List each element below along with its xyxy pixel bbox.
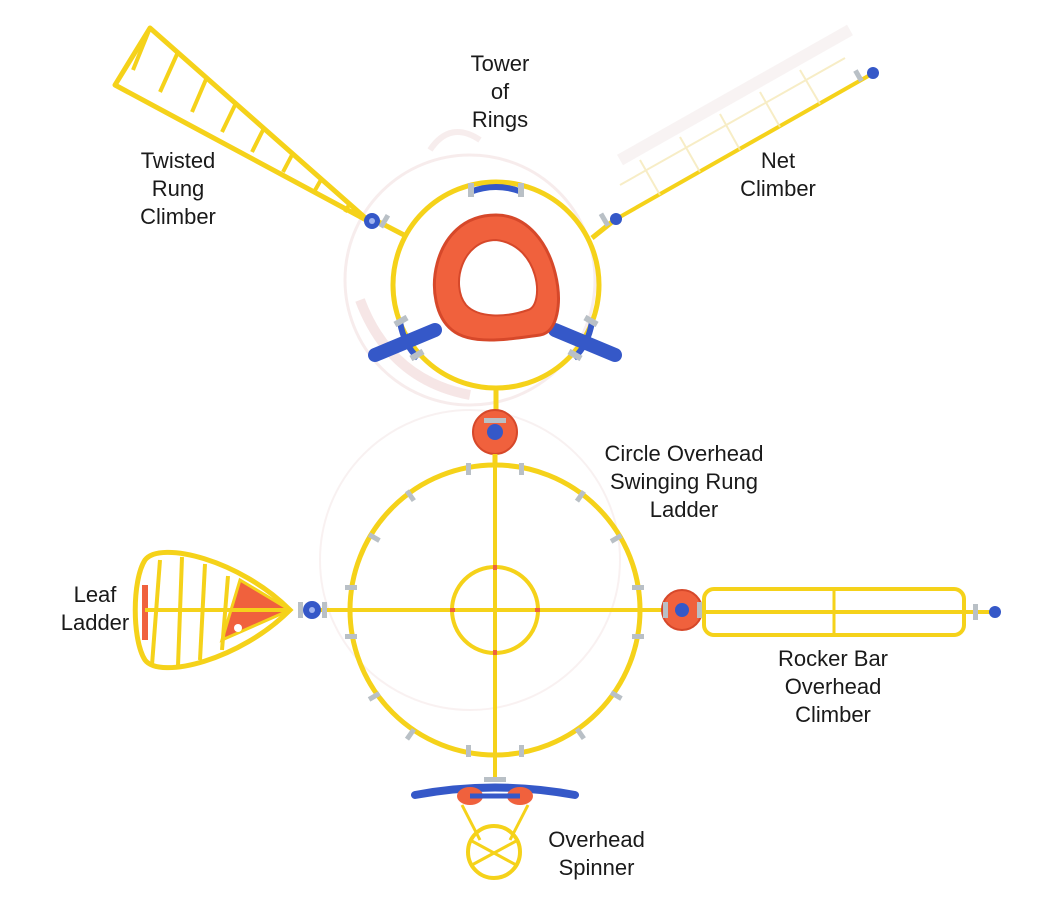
ground-shadows [319,24,853,711]
label-line: Tower [470,51,530,76]
label-leaf-ladder: Leaf Ladder [40,581,150,637]
circle-overhead-ladder [320,462,665,780]
connector-node [472,409,518,467]
rocker-bar-climber [661,587,1001,637]
label-line: Net [760,148,796,173]
label-line: Ladder [649,497,719,522]
label-line: Swinging Rung [610,469,758,494]
net-climber [590,57,879,240]
leaf-ladder [132,549,327,671]
label-line: Climber [795,702,871,727]
label-line: Climber [140,204,216,229]
label-line: Overhead [784,674,882,699]
label-line: Overhead [548,827,645,852]
label-line: Climber [740,176,816,201]
label-twisted-rung-climber: Twisted Rung Climber [118,147,238,231]
label-line: Rung [151,176,205,201]
tower-of-rings-structure [368,143,622,430]
label-line: Ladder [60,610,130,635]
label-tower-of-rings: Tower of Rings [445,50,555,134]
twisted-rung-climber [112,25,406,238]
label-line: Twisted [140,148,216,173]
label-line: Circle Overhead [604,441,764,466]
label-line: Spinner [558,855,635,880]
label-rocker-bar-climber: Rocker Bar Overhead Climber [748,645,918,729]
label-overhead-spinner: Overhead Spinner [524,826,669,882]
label-line: Leaf [73,582,117,607]
label-circle-overhead-ladder: Circle Overhead Swinging Rung Ladder [574,440,794,524]
label-line: of [490,79,510,104]
label-net-climber: Net Climber [718,147,838,203]
label-line: Rocker Bar [777,646,889,671]
overhead-spinner [411,777,579,880]
label-line: Rings [471,107,529,132]
